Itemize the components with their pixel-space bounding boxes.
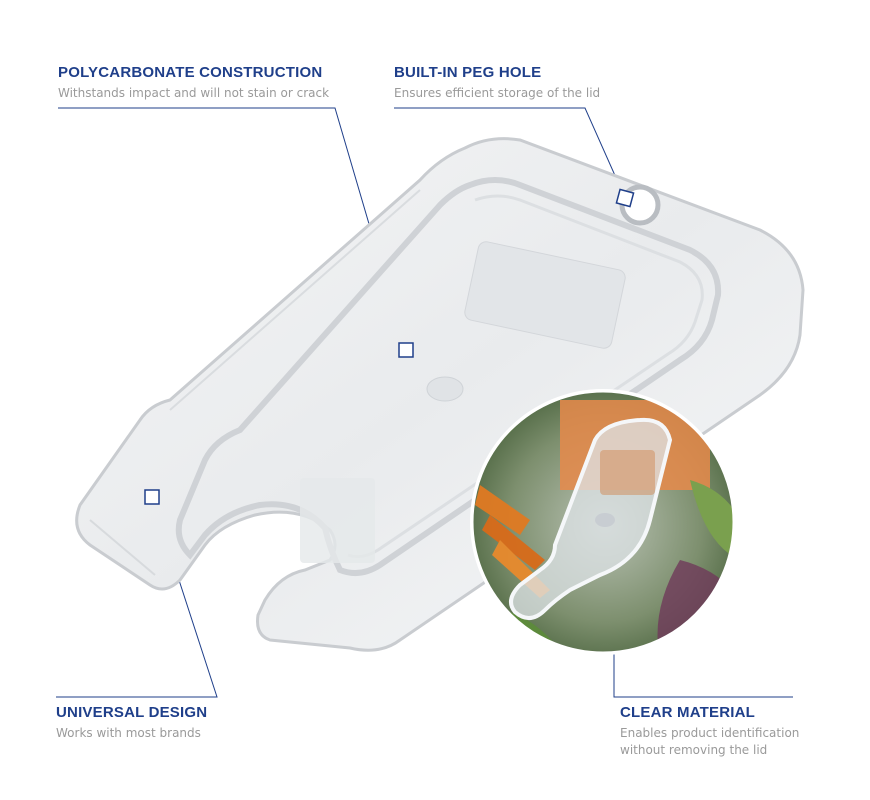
leader-clear — [613, 648, 793, 698]
callout-title: POLYCARBONATE CONSTRUCTION — [58, 64, 323, 81]
callout-title: UNIVERSAL DESIGN — [56, 704, 208, 721]
leader-peg-hole — [394, 107, 626, 199]
callout-description: Withstands impact and will not stain or … — [58, 86, 330, 100]
callout-clear-material: CLEAR MATERIAL Enables product identific… — [620, 704, 840, 759]
square-marker-icon — [398, 342, 414, 358]
callout-title: CLEAR MATERIAL — [620, 704, 756, 721]
callout-description: Ensures efficient storage of the lid — [394, 86, 601, 100]
callout-polycarbonate: POLYCARBONATE CONSTRUCTION Withstands im… — [58, 64, 329, 102]
notch-label — [300, 478, 375, 563]
square-marker-icon — [615, 188, 635, 208]
center-dimple — [426, 376, 464, 402]
callout-universal-design: UNIVERSAL DESIGN Works with most brands — [56, 704, 207, 742]
callout-description-line2: without removing the lid — [620, 743, 768, 757]
callout-peg-hole: BUILT-IN PEG HOLE Ensures efficient stor… — [394, 64, 600, 102]
callout-description: Works with most brands — [56, 726, 201, 740]
callout-title: BUILT-IN PEG HOLE — [394, 64, 542, 81]
callout-description-line1: Enables product identification — [620, 726, 800, 740]
lid-label-area — [464, 241, 626, 349]
lid-photo — [75, 137, 805, 652]
markers — [144, 188, 635, 505]
square-marker-icon — [144, 489, 160, 505]
inset-photo — [470, 389, 736, 655]
